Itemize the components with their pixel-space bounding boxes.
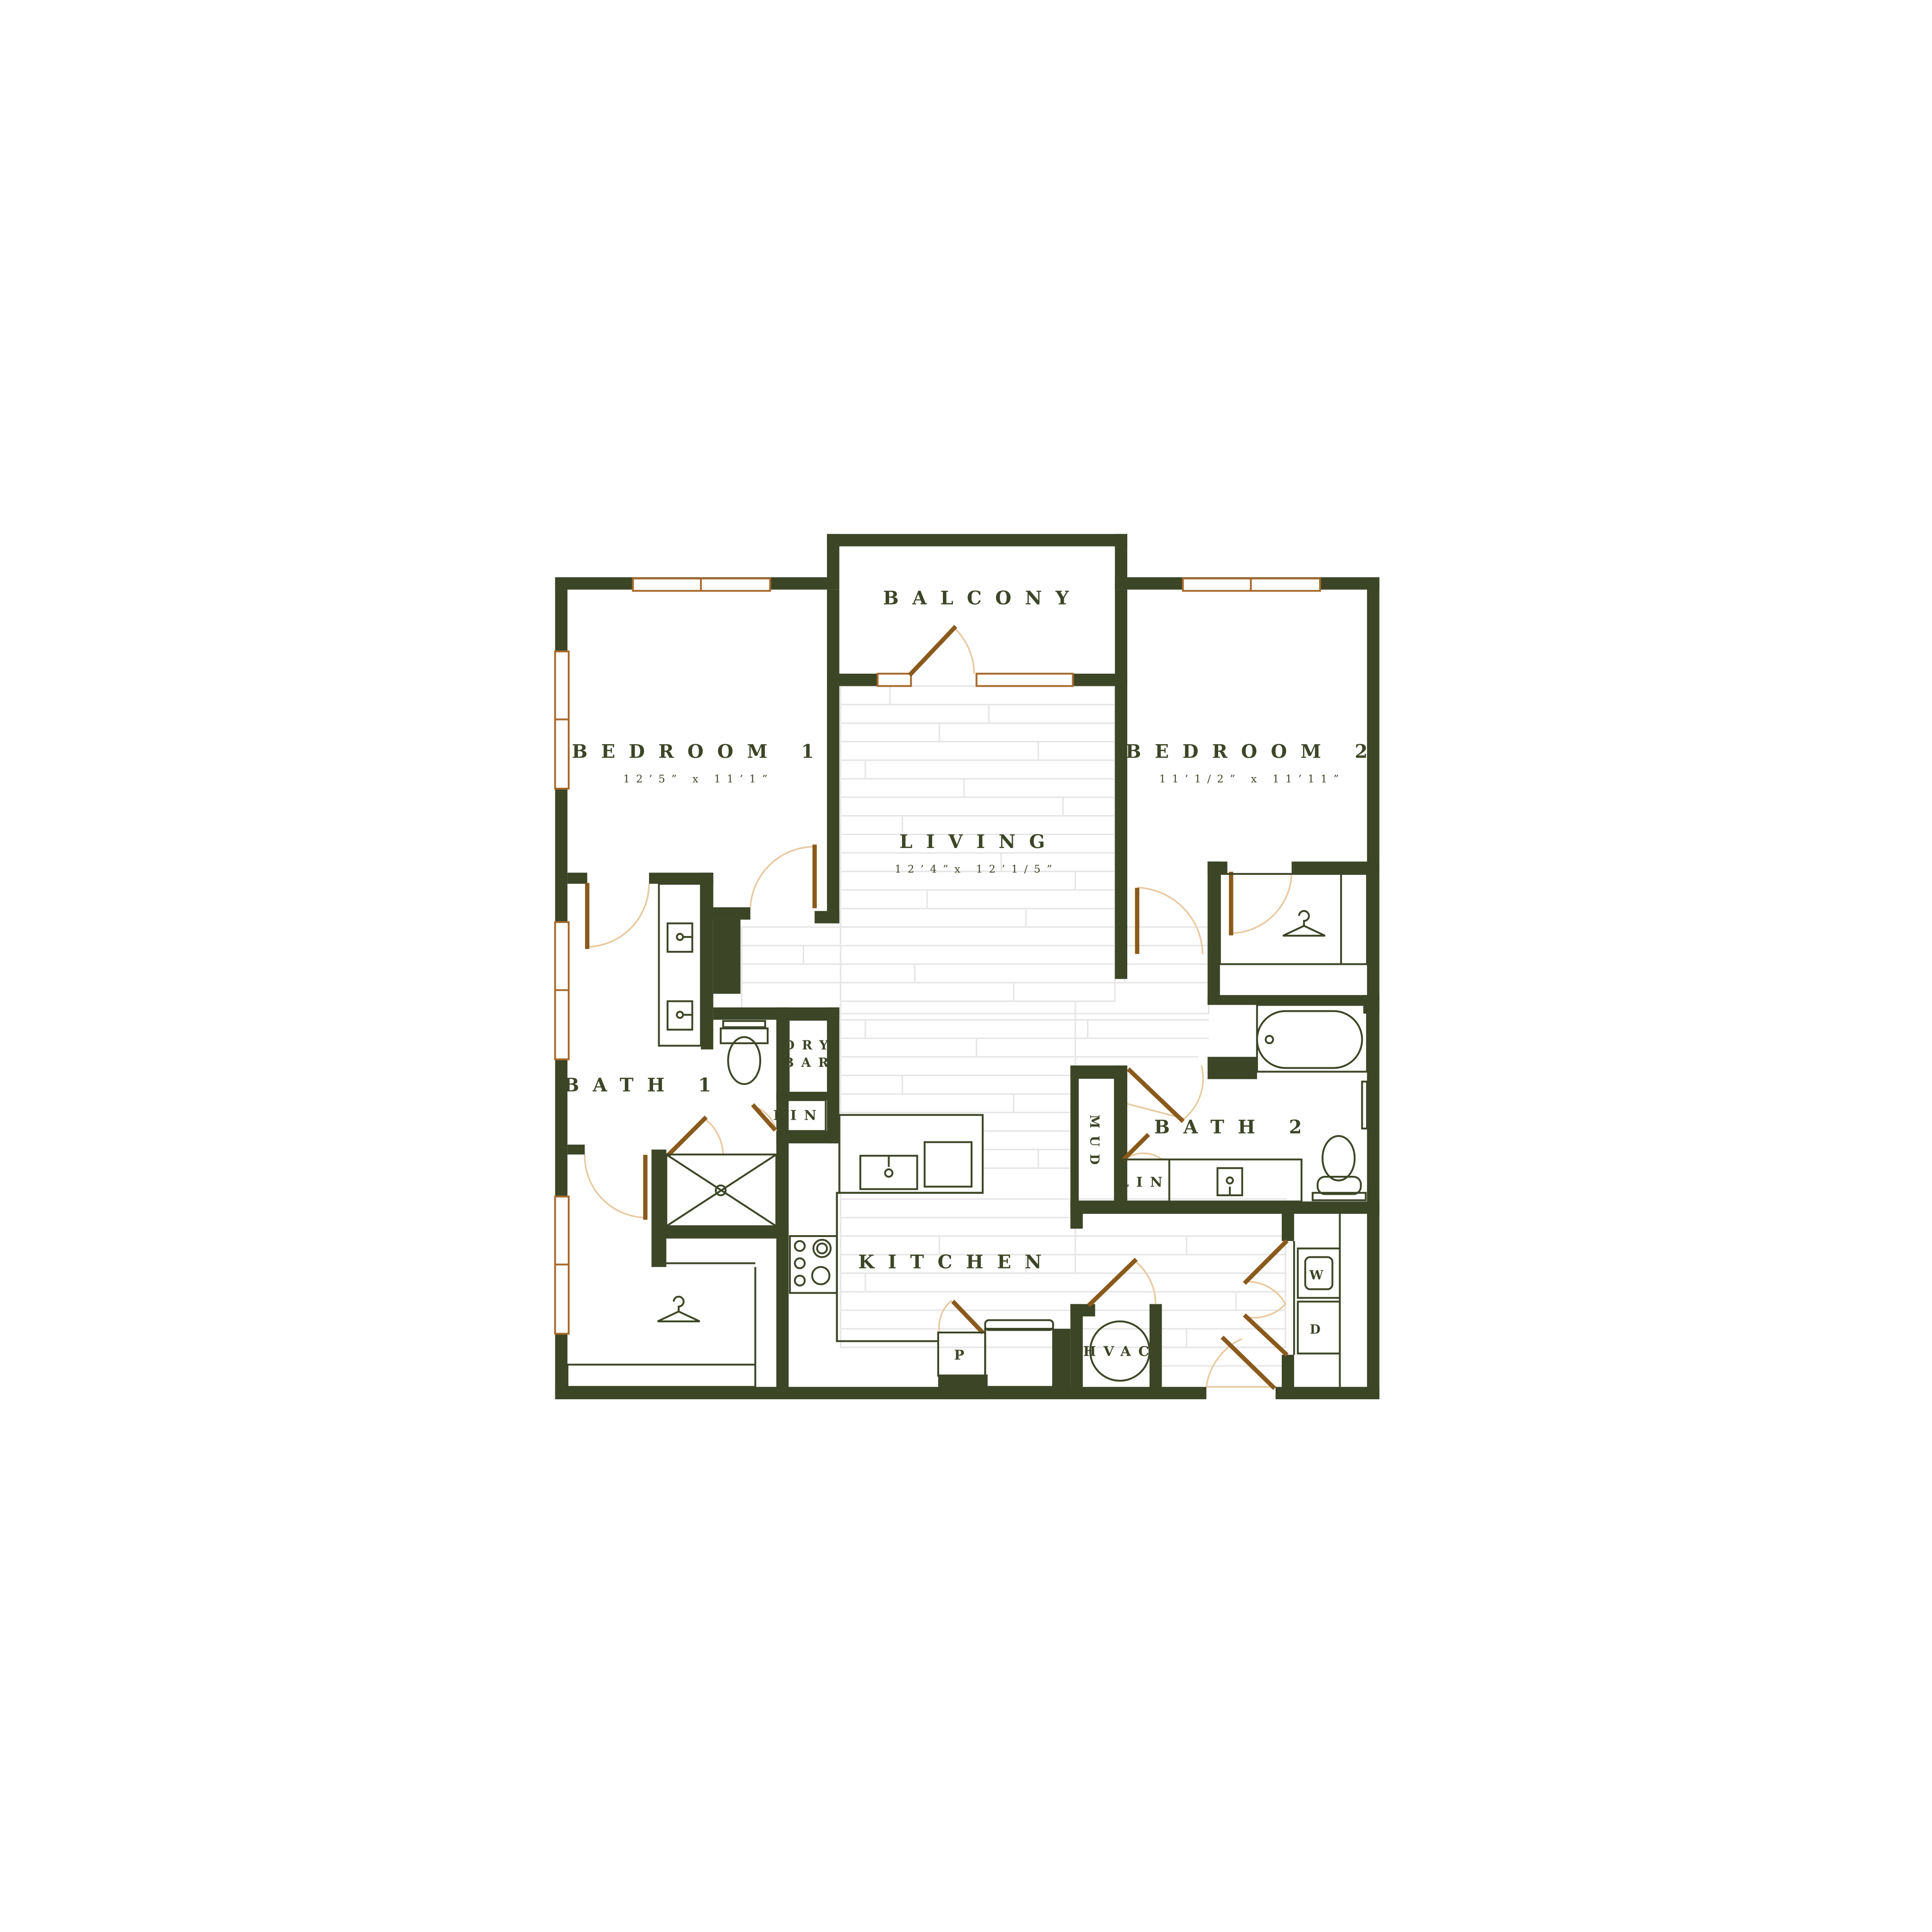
door-leaves bbox=[585, 625, 1289, 1390]
bedroom1-dims: 12’5” x 11’1” bbox=[623, 773, 774, 785]
bath2-sink bbox=[1216, 1167, 1243, 1197]
dryer-label: D bbox=[1310, 1323, 1328, 1337]
bath1-vanity bbox=[658, 883, 702, 1047]
mud-bench bbox=[1077, 1077, 1116, 1203]
dry-bar-label-2: BAR bbox=[783, 1056, 836, 1070]
bath1-label: BATH 1 bbox=[564, 1074, 725, 1096]
kitchen-label: KITCHEN bbox=[858, 1251, 1055, 1273]
toilet-icon-2 bbox=[1322, 1135, 1356, 1182]
window-balcony-slider bbox=[975, 672, 1074, 687]
hvac-unit bbox=[1089, 1320, 1150, 1382]
dishwasher bbox=[923, 1141, 972, 1188]
closet1-shelf bbox=[566, 1364, 756, 1388]
pantry-label: P bbox=[954, 1347, 972, 1363]
bath2-label: BATH 2 bbox=[1154, 1116, 1316, 1138]
door-balcony bbox=[908, 625, 958, 677]
dry-bar-cabinet bbox=[788, 1019, 831, 1094]
hanger-icon bbox=[657, 1295, 700, 1322]
linen-cabinet-1 bbox=[778, 1099, 827, 1132]
hanger-icon-2 bbox=[1282, 910, 1326, 937]
bedroom2-dims: 11’1/2” x 11’11” bbox=[1159, 773, 1345, 785]
door-entry bbox=[1220, 1335, 1277, 1390]
door-linen1 bbox=[751, 1103, 777, 1132]
dry-bar-label-1: DRY bbox=[784, 1038, 835, 1052]
balcony-label: BALCONY bbox=[883, 587, 1082, 609]
refrigerator bbox=[984, 1327, 1054, 1388]
interior-walls bbox=[567, 589, 1379, 1399]
bath2-vanity bbox=[1120, 1158, 1303, 1203]
stovetop-icon bbox=[789, 1235, 838, 1294]
windows bbox=[554, 577, 1321, 1335]
linen-label-2: LIN bbox=[1119, 1173, 1170, 1190]
door-laundry-bottom bbox=[1243, 1313, 1289, 1357]
door-shower bbox=[666, 1116, 708, 1158]
toilet-icon bbox=[727, 1036, 762, 1085]
door-linen2 bbox=[1121, 1133, 1150, 1161]
fixtures bbox=[566, 873, 1368, 1388]
bedroom1-label: BEDROOM 1 bbox=[572, 740, 828, 762]
door-hvac bbox=[1087, 1257, 1138, 1307]
washer-label: W bbox=[1309, 1268, 1331, 1282]
hvac-label: HVAC bbox=[1083, 1343, 1157, 1359]
shower bbox=[665, 1154, 777, 1227]
shower-drain-icon bbox=[715, 1184, 727, 1197]
linen-label-1: LIN bbox=[773, 1107, 824, 1123]
door-bath2 bbox=[1126, 1067, 1185, 1123]
door-laundry-top bbox=[1243, 1239, 1289, 1285]
door-pantry bbox=[951, 1300, 985, 1334]
window-balcony-sidelite bbox=[877, 672, 912, 687]
living-dims: 12’4”x 12’1/5” bbox=[895, 863, 1058, 875]
living-label: LIVING bbox=[899, 831, 1058, 853]
mud-label: MUD bbox=[1087, 1115, 1101, 1172]
bedroom2-label: BEDROOM 2 bbox=[1125, 740, 1381, 762]
closet2-shelf bbox=[1219, 873, 1368, 965]
